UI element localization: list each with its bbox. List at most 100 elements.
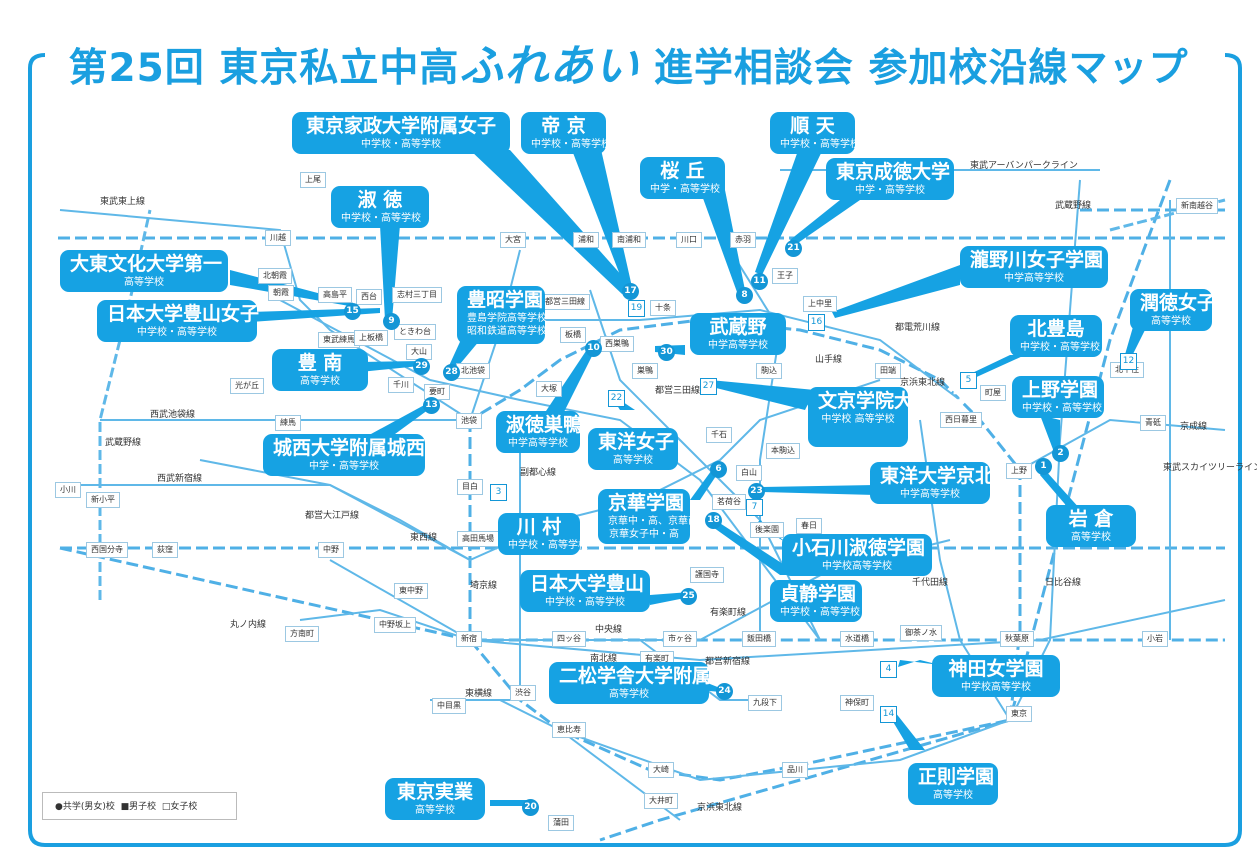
- station-label: 中野: [318, 542, 344, 558]
- school-label: 東京家政大学附属女子中学校・高等学校: [292, 112, 510, 154]
- coed-school-marker: 25: [680, 588, 697, 605]
- girls-school-marker: 4: [880, 661, 897, 678]
- school-type: 中学高等学校: [508, 438, 568, 449]
- station-label: 田端: [875, 363, 901, 379]
- school-label: 神田女学園中学校高等学校: [932, 655, 1060, 697]
- school-name: 神田女学園: [948, 658, 1044, 680]
- school-label: 貞静学園中学校・高等学校: [770, 580, 862, 622]
- coed-school-marker: 9: [383, 313, 400, 330]
- station-label: 御茶ノ水: [900, 625, 942, 641]
- school-type: 中学高等学校: [900, 489, 960, 500]
- school-name: 貞静学園: [780, 583, 857, 605]
- school-label: 日本大学豊山中学校・高等学校: [520, 570, 650, 612]
- coed-school-marker: 11: [751, 273, 768, 290]
- station-label: 東武練馬: [318, 332, 360, 348]
- station-label: 王子: [772, 268, 798, 284]
- school-label: 北豊島中学校・高等学校: [1010, 315, 1102, 357]
- school-type: 中学・高等学校: [855, 185, 925, 196]
- line-label: 埼京線: [470, 581, 498, 591]
- station-label: 北朝霞: [258, 268, 292, 284]
- legend-girls: □女子校: [161, 802, 198, 812]
- station-label: 春日: [796, 518, 822, 534]
- school-name: 城西大学附属城西: [273, 437, 426, 459]
- school-label: 淑徳巣鴨中学高等学校: [496, 411, 583, 453]
- school-type: 高等学校: [124, 277, 164, 288]
- line-label: 東西線: [410, 533, 438, 543]
- line-label: 東横線: [465, 689, 493, 699]
- station-label: 巣鴨: [632, 363, 658, 379]
- school-name: 豊昭学園: [467, 289, 544, 311]
- coed-school-marker: 20: [522, 799, 539, 816]
- coed-school-marker: 13: [423, 397, 440, 414]
- school-name: 淑 徳: [357, 189, 403, 211]
- school-name: 岩 倉: [1068, 508, 1114, 530]
- school-type: 高等学校: [300, 376, 340, 387]
- school-type: 中学校・高等学校: [137, 327, 217, 338]
- line-label: 武蔵野線: [1055, 201, 1092, 211]
- school-type: 中学校・高等学校: [361, 139, 441, 150]
- line-label: 副都心線: [520, 468, 557, 478]
- line-label: 東武スカイツリーライン: [1163, 463, 1257, 473]
- station-label: 都営三田線: [540, 294, 590, 310]
- line-label: 日比谷線: [1045, 578, 1082, 588]
- line-label: 都電荒川線: [895, 323, 941, 333]
- line-label: 武蔵野線: [105, 438, 142, 448]
- school-label: 岩 倉高等学校: [1046, 505, 1136, 547]
- station-label: 西巣鴨: [600, 336, 634, 352]
- line-label: 都営三田線: [655, 386, 701, 396]
- station-label: 中野坂上: [374, 617, 416, 633]
- school-name: 東京家政大学附属女子: [305, 115, 496, 137]
- school-type: 豊島学院高等学校: [467, 313, 547, 324]
- legend-coed: ●共学(男女)校: [55, 802, 115, 812]
- station-label: 渋谷: [510, 685, 536, 701]
- school-name: 潤徳女子: [1140, 292, 1217, 314]
- station-label: 志村三丁目: [392, 287, 442, 303]
- school-label: 豊 南高等学校: [272, 349, 368, 391]
- girls-school-marker: 12: [1120, 353, 1137, 370]
- school-type: 京華中・高、京華商業高: [608, 516, 718, 527]
- school-name: 淑徳巣鴨: [506, 414, 583, 436]
- school-type: 高等学校: [933, 790, 973, 801]
- school-name: 豊 南: [297, 352, 343, 374]
- school-label: 東洋大学京北中学高等学校: [870, 462, 994, 504]
- station-label: 池袋: [456, 413, 482, 429]
- station-label: 小川: [55, 482, 81, 498]
- station-label: 神保町: [840, 695, 874, 711]
- school-label: 東洋女子高等学校: [588, 428, 678, 470]
- school-name: 武蔵野: [709, 316, 767, 338]
- coed-school-marker: 24: [716, 683, 733, 700]
- station-label: 四ッ谷: [552, 631, 586, 647]
- school-type: 中学校高等学校: [822, 561, 892, 572]
- station-label: 光が丘: [230, 378, 264, 394]
- school-label: 瀧野川女子学園中学高等学校: [960, 246, 1108, 288]
- station-label: 蒲田: [548, 815, 574, 831]
- line-label: 京成線: [1180, 422, 1208, 432]
- station-label: 南浦和: [612, 232, 646, 248]
- station-label: 千川: [388, 377, 414, 393]
- school-type: 中学・高等学校: [309, 461, 379, 472]
- line-label: 都営大江戸線: [305, 511, 360, 521]
- station-label: 浦和: [573, 232, 599, 248]
- school-name: 小石川淑徳学園: [792, 537, 926, 559]
- school-name: 桜 丘: [660, 160, 705, 182]
- school-type: 中学校・高等学校: [780, 607, 860, 618]
- station-label: 上中里: [803, 296, 837, 312]
- school-type: 中学校・高等学校: [545, 597, 625, 608]
- station-label: 小岩: [1142, 631, 1168, 647]
- station-label: 大山: [406, 344, 432, 360]
- school-label: 上野学園中学校・高等学校: [1012, 376, 1104, 418]
- school-label: 文京学院大学女子中学校 高等学校: [808, 387, 970, 447]
- station-label: 新南越谷: [1176, 198, 1218, 214]
- station-label: 大井町: [644, 793, 678, 809]
- station-label: 白山: [736, 465, 762, 481]
- station-label: 西日暮里: [940, 412, 982, 428]
- station-label: 九段下: [748, 695, 782, 711]
- school-type: 中学校・高等学校: [1022, 403, 1102, 414]
- coed-school-marker: 2: [1052, 445, 1069, 462]
- station-label: 板橋: [560, 327, 586, 343]
- legend-boys: ■男子校: [120, 802, 157, 812]
- coed-school-marker: 1: [1035, 458, 1052, 475]
- school-name: 日本大学豊山: [530, 573, 645, 595]
- station-label: 駒込: [756, 363, 782, 379]
- school-type: 中学高等学校: [708, 340, 768, 351]
